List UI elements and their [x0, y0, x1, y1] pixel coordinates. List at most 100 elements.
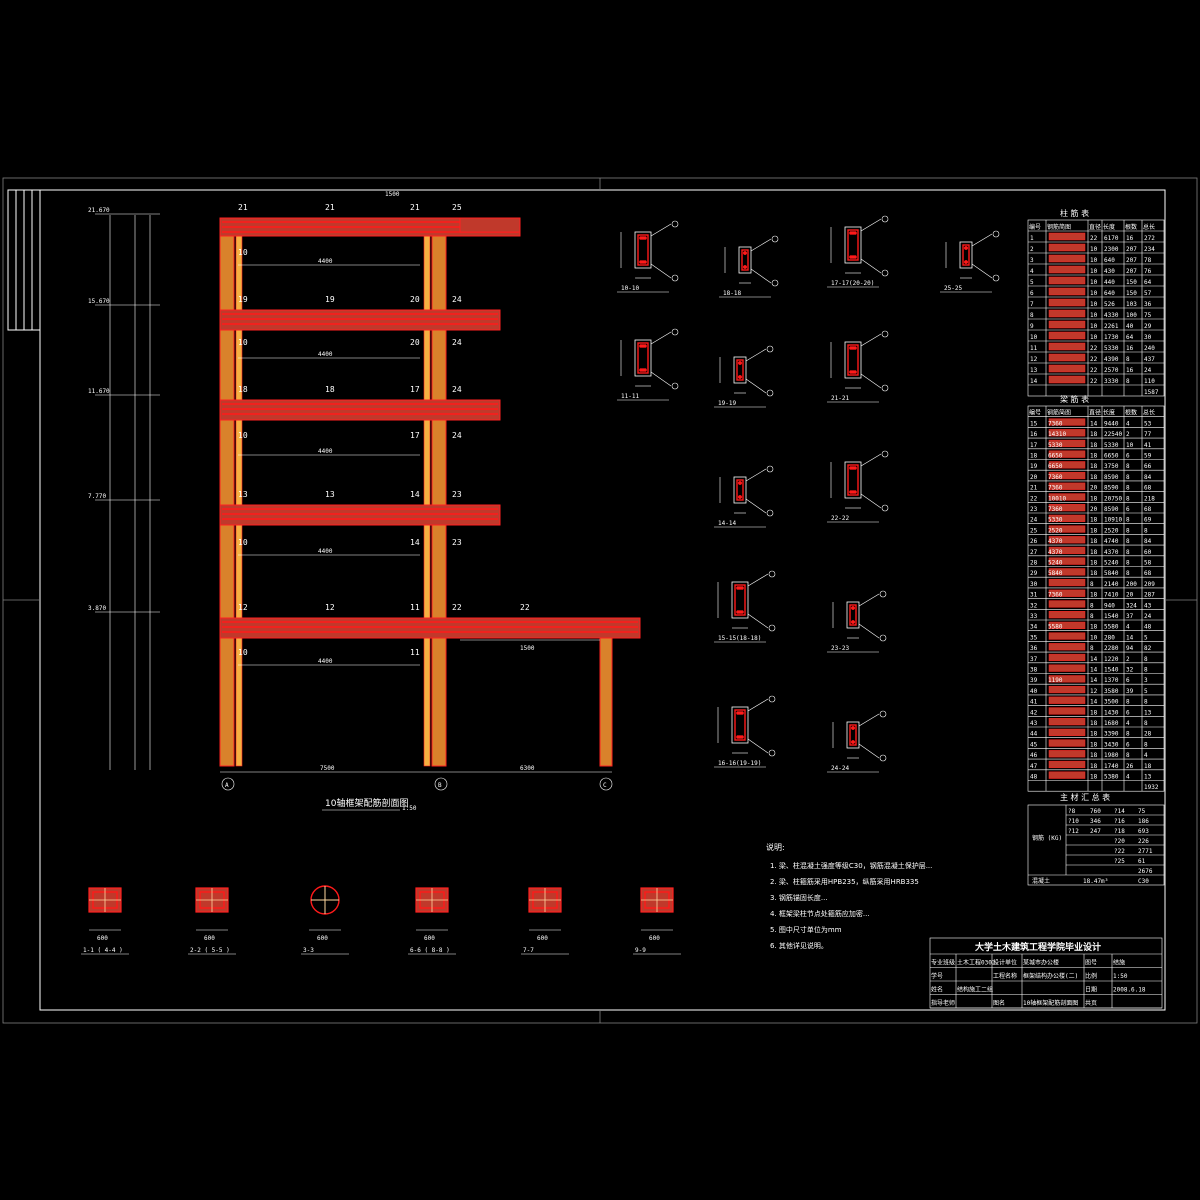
table-cell: 4: [1144, 752, 1148, 759]
table-cell: 16: [1126, 367, 1134, 374]
table-cell: 19: [1030, 463, 1038, 470]
table-cell: 8: [1126, 474, 1130, 481]
table-cell: 10: [1090, 257, 1098, 264]
table-cell: 37: [1030, 656, 1038, 663]
title-cell: 某城市办公楼: [1023, 959, 1059, 967]
table-cell: 18: [1090, 431, 1098, 438]
table-cell: 22: [1090, 235, 1098, 242]
table-cell: 18: [1090, 442, 1098, 449]
table-cell: 324: [1126, 602, 1137, 609]
beam-tag: 20: [410, 295, 420, 304]
table-cell: 8: [1126, 495, 1130, 502]
table-header: 直径: [1089, 409, 1101, 417]
summary-cell: ?10: [1068, 818, 1079, 825]
table-cell: 1680: [1104, 720, 1119, 727]
section-detail: 17-17(20-20): [827, 215, 889, 288]
title-block: 大学土木建筑工程学院毕业设计 专业班级土木工程0302设计单位某城市办公楼图号结…: [929, 937, 1163, 1009]
table-cell: 200: [1126, 581, 1137, 588]
table-cell: 16: [1030, 431, 1038, 438]
table-total: 1587: [1144, 389, 1159, 396]
title-cell: 指导老师: [931, 999, 955, 1007]
table-cell: 18: [1090, 453, 1098, 460]
beam-tag: 21: [325, 203, 335, 212]
section-detail: 25-25: [940, 230, 1000, 293]
dim-text: 4400: [318, 448, 333, 455]
table-cell: 4: [1126, 624, 1130, 631]
section-label: 10-10: [621, 285, 639, 292]
table-cell: 14310: [1048, 431, 1066, 438]
beam-tag: 13: [238, 490, 248, 499]
table-cell: 10: [1090, 301, 1098, 308]
table-cell: 8: [1090, 645, 1094, 652]
table-cell: 6170: [1104, 235, 1119, 242]
table-cell: 24: [1144, 367, 1152, 374]
table-cell: 8: [1144, 699, 1148, 706]
section-label: 18-18: [723, 290, 741, 297]
table-cell: 1: [1030, 235, 1034, 242]
table-cell: 18: [1090, 731, 1098, 738]
section-detail: 10-10: [617, 220, 679, 293]
table-cell: 44: [1030, 731, 1038, 738]
note-item: 2. 梁、柱箍筋采用HPB235，纵筋采用HRB335: [770, 877, 919, 886]
summary-foot: 混凝土: [1032, 877, 1050, 885]
summary-cell: 760: [1090, 808, 1101, 815]
table-cell: 14: [1090, 699, 1098, 706]
table-cell: 2261: [1104, 323, 1119, 330]
section-detail: 19-19: [714, 345, 774, 408]
table-cell: 68: [1144, 570, 1152, 577]
table-cell: 16: [1126, 345, 1134, 352]
table-cell: 4370: [1104, 549, 1119, 556]
table-cell: 8: [1090, 613, 1094, 620]
beam-tag: 21: [238, 203, 248, 212]
beam-tag: 12: [238, 603, 248, 612]
table-cell: 18: [1090, 560, 1098, 567]
table-cell: 69: [1144, 517, 1152, 524]
table-cell: 68: [1144, 506, 1152, 513]
inner-border: [39, 189, 1166, 1011]
table-cell: 218: [1144, 495, 1155, 502]
table-cell: 18: [1090, 495, 1098, 502]
school-title: 大学土木建筑工程学院毕业设计: [975, 941, 1101, 953]
table-cell: 150: [1126, 279, 1137, 286]
table-cell: 8: [1030, 312, 1034, 319]
table-header: 总长: [1143, 223, 1155, 231]
section-label: 9-9: [635, 947, 646, 954]
column-a: [219, 217, 235, 767]
table-cell: 10: [1090, 312, 1098, 319]
table-header: 直径: [1089, 223, 1101, 231]
table-cell: 10: [1090, 334, 1098, 341]
section-label: 19-19: [718, 400, 736, 407]
level-label: 7.770: [88, 493, 106, 500]
table-cell: 13: [1144, 709, 1152, 716]
table-cell: 8: [1126, 549, 1130, 556]
summary-cell: 61: [1138, 858, 1146, 865]
beam-tag: 20: [410, 338, 420, 347]
table-cell: 36: [1030, 645, 1038, 652]
column-tag: 10: [238, 338, 248, 347]
beam-tag: 18: [325, 385, 335, 394]
table-cell: 45: [1030, 741, 1038, 748]
table-cell: 18: [1090, 474, 1098, 481]
table-cell: 32: [1126, 667, 1134, 674]
section-label: 2-2 ( 5-5 ): [190, 947, 230, 954]
table-cell: 8: [1126, 699, 1130, 706]
section-label: 1-1 ( 4-4 ): [83, 947, 123, 954]
table-cell: 9: [1030, 323, 1034, 330]
table-cell: 2: [1030, 246, 1034, 253]
summary-cell: ?18: [1114, 828, 1125, 835]
title-cell: 图名: [993, 999, 1005, 1007]
table-cell: 20: [1030, 474, 1038, 481]
table-cell: 32: [1030, 602, 1038, 609]
dim-text: 1500: [520, 645, 535, 652]
table-cell: 234: [1144, 246, 1155, 253]
table-cell: 76: [1144, 268, 1152, 275]
table-cell: 100: [1126, 312, 1137, 319]
beam-level-2: [219, 504, 501, 526]
section-label: 11-11: [621, 393, 639, 400]
table-cell: 77: [1144, 431, 1152, 438]
beam-level-3: [219, 399, 501, 421]
dim-text: 4400: [318, 258, 333, 265]
